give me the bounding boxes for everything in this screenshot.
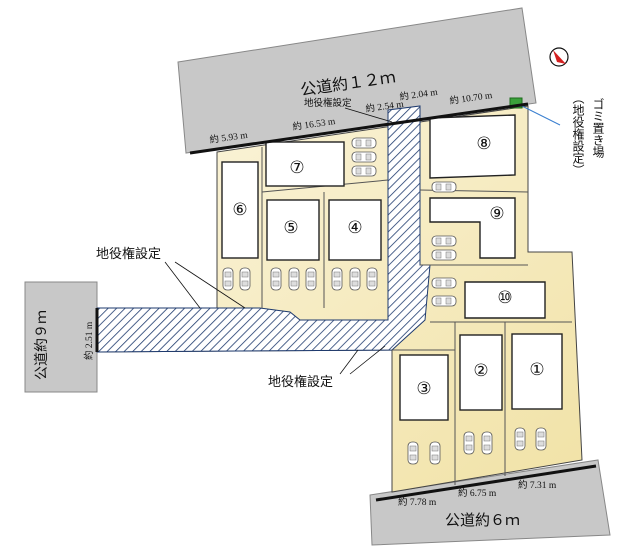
lot-6-number: ⑥ [232, 200, 247, 220]
south-road-label: 公道約６ｍ [445, 511, 520, 529]
lot-5-number: ⑤ [283, 218, 298, 238]
easement-label-bottom: 地役権設定 [268, 374, 333, 390]
easement-leader-left-a [164, 261, 201, 309]
lot-1-number: ① [529, 360, 544, 380]
easement-leader-bottom-a [339, 349, 359, 375]
measure-south-a: 約 7.78 m [398, 496, 437, 508]
south-road [369, 459, 611, 546]
garbage-leader [521, 105, 561, 126]
lot-4-number: ④ [347, 218, 362, 238]
houses [221, 114, 563, 421]
frontage-lines [95, 102, 597, 502]
west-road [24, 281, 98, 393]
garbage-label: ゴミ置き場 [591, 97, 605, 159]
lot-10-number: ⑩ [497, 288, 512, 308]
measure-west-width: 約 2.51 m [83, 321, 95, 360]
measure-south-c: 約 7.31 m [518, 479, 557, 491]
north-road [177, 7, 537, 154]
easement-leader-small [344, 107, 393, 123]
garbage-area [509, 97, 523, 109]
lot-8-number: ⑧ [476, 134, 491, 154]
lot-7-number: ⑦ [289, 158, 304, 178]
garbage-sub-label: （地役権設定） [571, 92, 585, 176]
lot-3-number: ③ [416, 379, 431, 399]
lot-boundaries [261, 147, 572, 485]
lot-2-number: ② [473, 361, 488, 381]
lot-9-number: ⑨ [489, 204, 504, 224]
easement-label-small: 地役権設定 [304, 97, 352, 109]
easement-leader-bottom-b [349, 345, 386, 375]
measure-south-b: 約 6.75 m [458, 487, 497, 499]
easement-leader-left-b [174, 261, 246, 309]
easement-label-left: 地役権設定 [96, 246, 161, 262]
west-road-label: 公道約９ｍ [34, 310, 50, 380]
north-arrow-icon [549, 47, 569, 67]
